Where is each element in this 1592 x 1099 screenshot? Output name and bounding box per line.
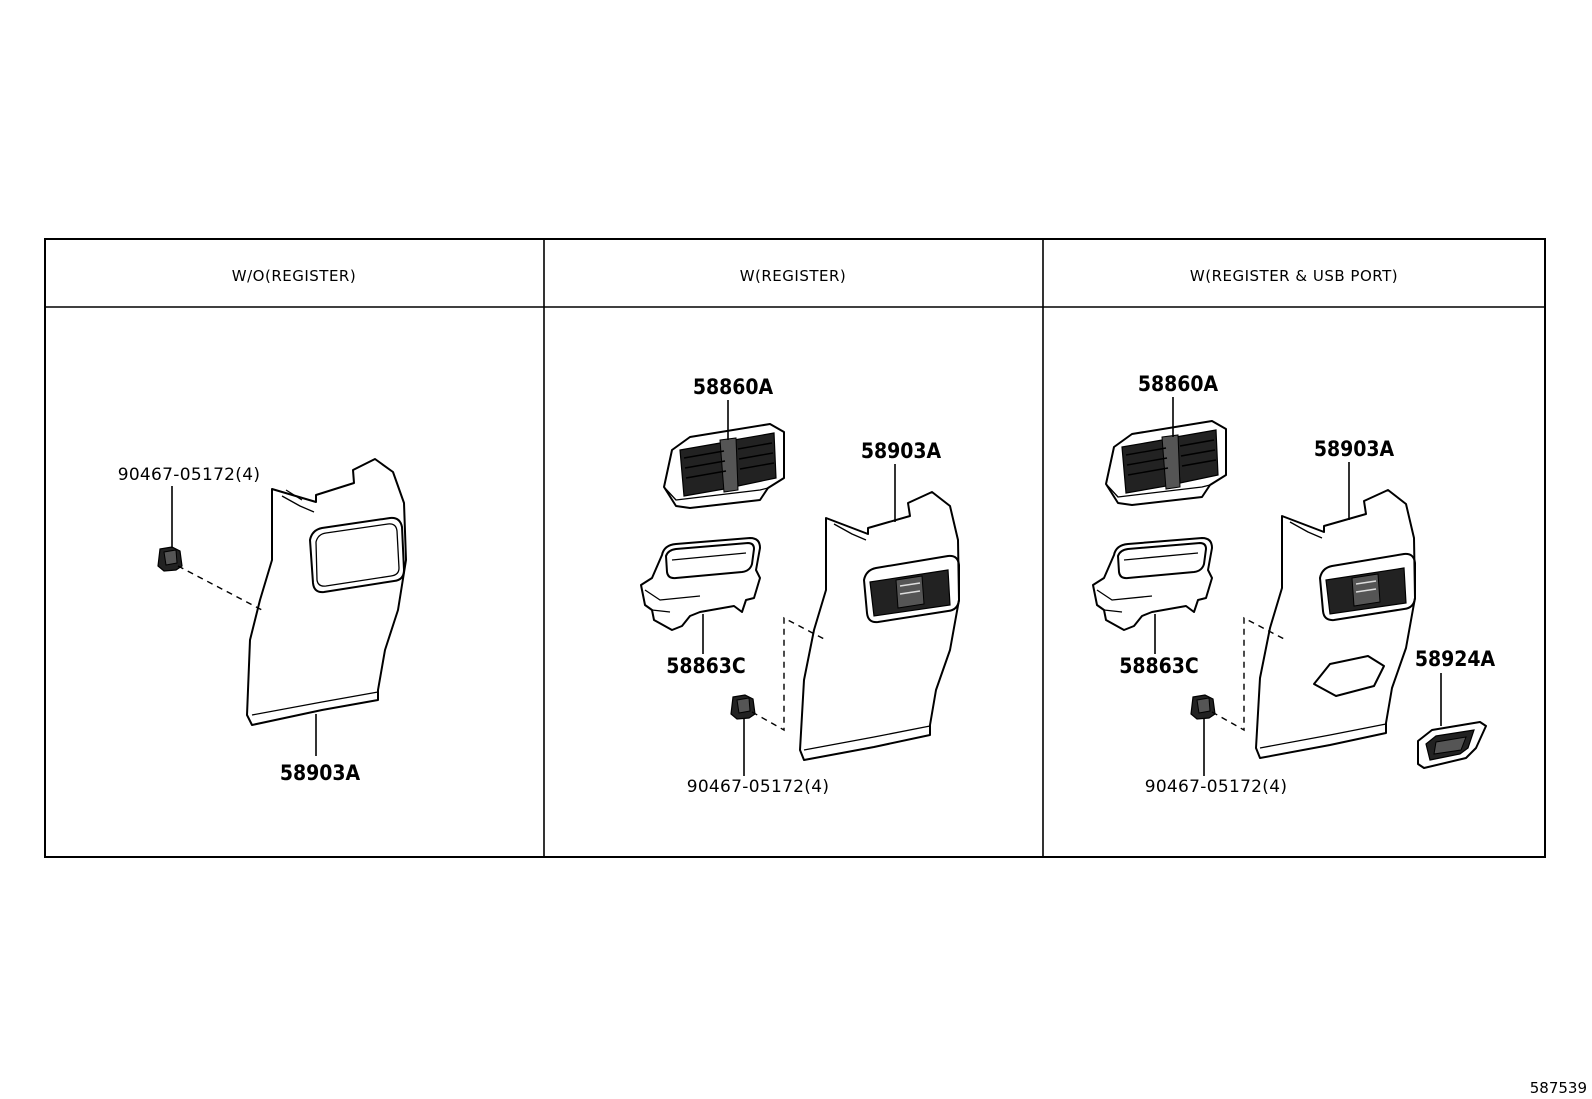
part-label-panel: 58903A [280, 761, 361, 785]
part-label-clip: 90467-05172(4) [1145, 777, 1288, 797]
usb-bezel-illustration [1417, 721, 1487, 769]
part-label-clip: 90467-05172(4) [118, 465, 261, 485]
clip-assembly-dashed-line [1211, 616, 1287, 732]
clip-illustration [730, 694, 756, 720]
column-3-parts: 58860A 58903A 58863C 58924A 90467-05172(… [1092, 372, 1496, 797]
duct-illustration [640, 537, 761, 631]
part-label-duct: 58863C [1119, 654, 1199, 678]
register-illustration [1105, 420, 1227, 506]
part-label-duct: 58863C [666, 654, 746, 678]
part-label-clip: 90467-05172(4) [687, 777, 830, 797]
console-panel-illustration [799, 491, 960, 761]
column-2-parts: 58860A 58903A 58863C 90467-05172(4) [640, 375, 960, 797]
clip-assembly-dashed-line [751, 616, 827, 732]
table-frame [44, 238, 1546, 858]
column-title-with-register: W(REGISTER) [740, 267, 847, 285]
clip-illustration [157, 546, 183, 572]
part-label-usb-bezel: 58924A [1415, 647, 1496, 671]
part-label-panel: 58903A [1314, 437, 1395, 461]
clip-illustration [1190, 694, 1216, 720]
column-title-with-register-usb: W(REGISTER & USB PORT) [1190, 267, 1398, 285]
console-panel-illustration [246, 458, 407, 726]
column-title-without-register: W/O(REGISTER) [232, 267, 356, 285]
clip-assembly-dashed-line [177, 565, 263, 611]
console-panel-illustration [1255, 489, 1416, 759]
part-label-register: 58860A [1138, 372, 1219, 396]
duct-illustration [1092, 537, 1213, 631]
register-illustration [663, 423, 785, 509]
figure-number: 587539 [1530, 1079, 1587, 1097]
part-label-register: 58860A [693, 375, 774, 399]
column-1-parts: 90467-05172(4) 58903A [118, 458, 407, 785]
part-label-panel: 58903A [861, 439, 942, 463]
